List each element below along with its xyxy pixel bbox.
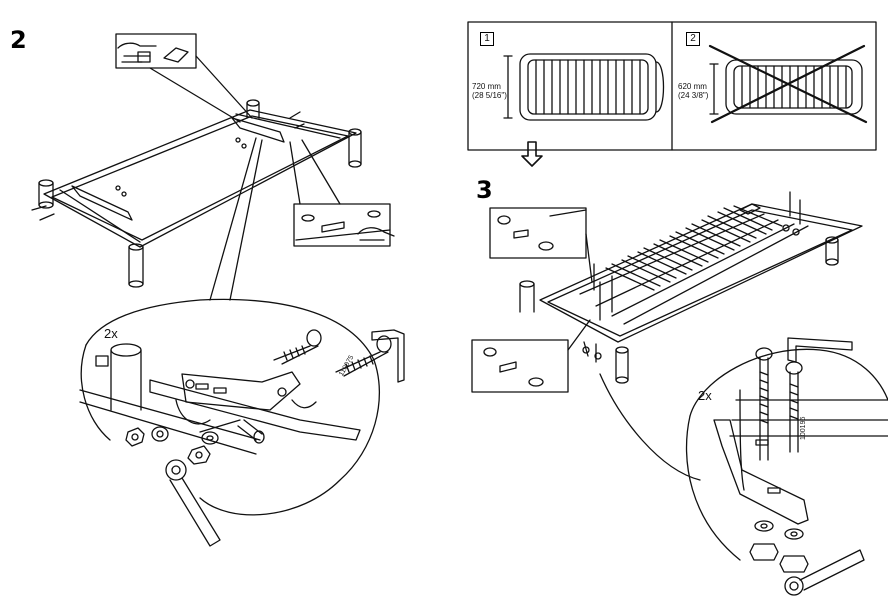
step2-detail — [79, 137, 405, 547]
cross-mark-icon — [708, 44, 868, 124]
washer-icon — [784, 528, 804, 540]
callout-right — [289, 139, 391, 247]
bolt-icon — [273, 329, 322, 365]
step3-detail — [599, 337, 888, 596]
down-arrow-icon — [521, 141, 543, 167]
spanner-icon — [165, 459, 221, 547]
dimension-in: (28 5/16") — [472, 91, 507, 100]
step-number: 2 — [10, 26, 27, 54]
leg — [825, 236, 839, 266]
washer-icon — [151, 426, 169, 442]
callout-top — [115, 33, 253, 123]
option-number: 2 — [686, 32, 700, 46]
step3-frame — [519, 191, 863, 384]
nut-icon — [187, 445, 211, 465]
nut-icon — [779, 555, 809, 573]
option-2-frame — [709, 59, 863, 115]
leg — [246, 99, 260, 119]
washer-icon — [754, 520, 774, 532]
part-number: 100196 — [800, 416, 807, 440]
options-box — [467, 21, 877, 151]
step-number: 3 — [476, 176, 493, 204]
leg — [38, 179, 54, 209]
quantity-label: 2x — [104, 326, 118, 341]
pointing-hand-icon — [357, 227, 395, 241]
spanner-icon — [784, 549, 865, 596]
bolt-icon — [335, 335, 392, 377]
option-1-frame — [503, 53, 665, 121]
bolt-icon — [237, 419, 265, 444]
nut-icon — [749, 543, 779, 561]
leg — [348, 128, 362, 168]
step2-frame — [31, 99, 362, 288]
dimension-mm: 720 mm — [472, 82, 501, 91]
leg — [519, 280, 535, 313]
nut-icon — [125, 427, 145, 447]
option-number: 1 — [480, 32, 494, 46]
dimension-mm: 620 mm — [678, 82, 707, 91]
bolt-icon — [755, 347, 773, 461]
leg — [615, 346, 629, 384]
dimension-in: (24 3/8") — [678, 91, 709, 100]
pointing-hand-icon — [117, 42, 157, 63]
option-dimension: 620 mm (24 3/8") — [678, 82, 708, 100]
callout-upper — [489, 207, 593, 283]
hex-key-icon — [787, 337, 853, 363]
leg — [128, 243, 144, 288]
option-dimension: 720 mm (28 5/16") — [472, 82, 507, 100]
callout-lower — [471, 319, 591, 393]
hex-key-icon — [371, 329, 405, 383]
bolt-icon — [785, 361, 803, 453]
quantity-label: 2x — [698, 388, 712, 403]
washer-icon — [201, 431, 219, 445]
